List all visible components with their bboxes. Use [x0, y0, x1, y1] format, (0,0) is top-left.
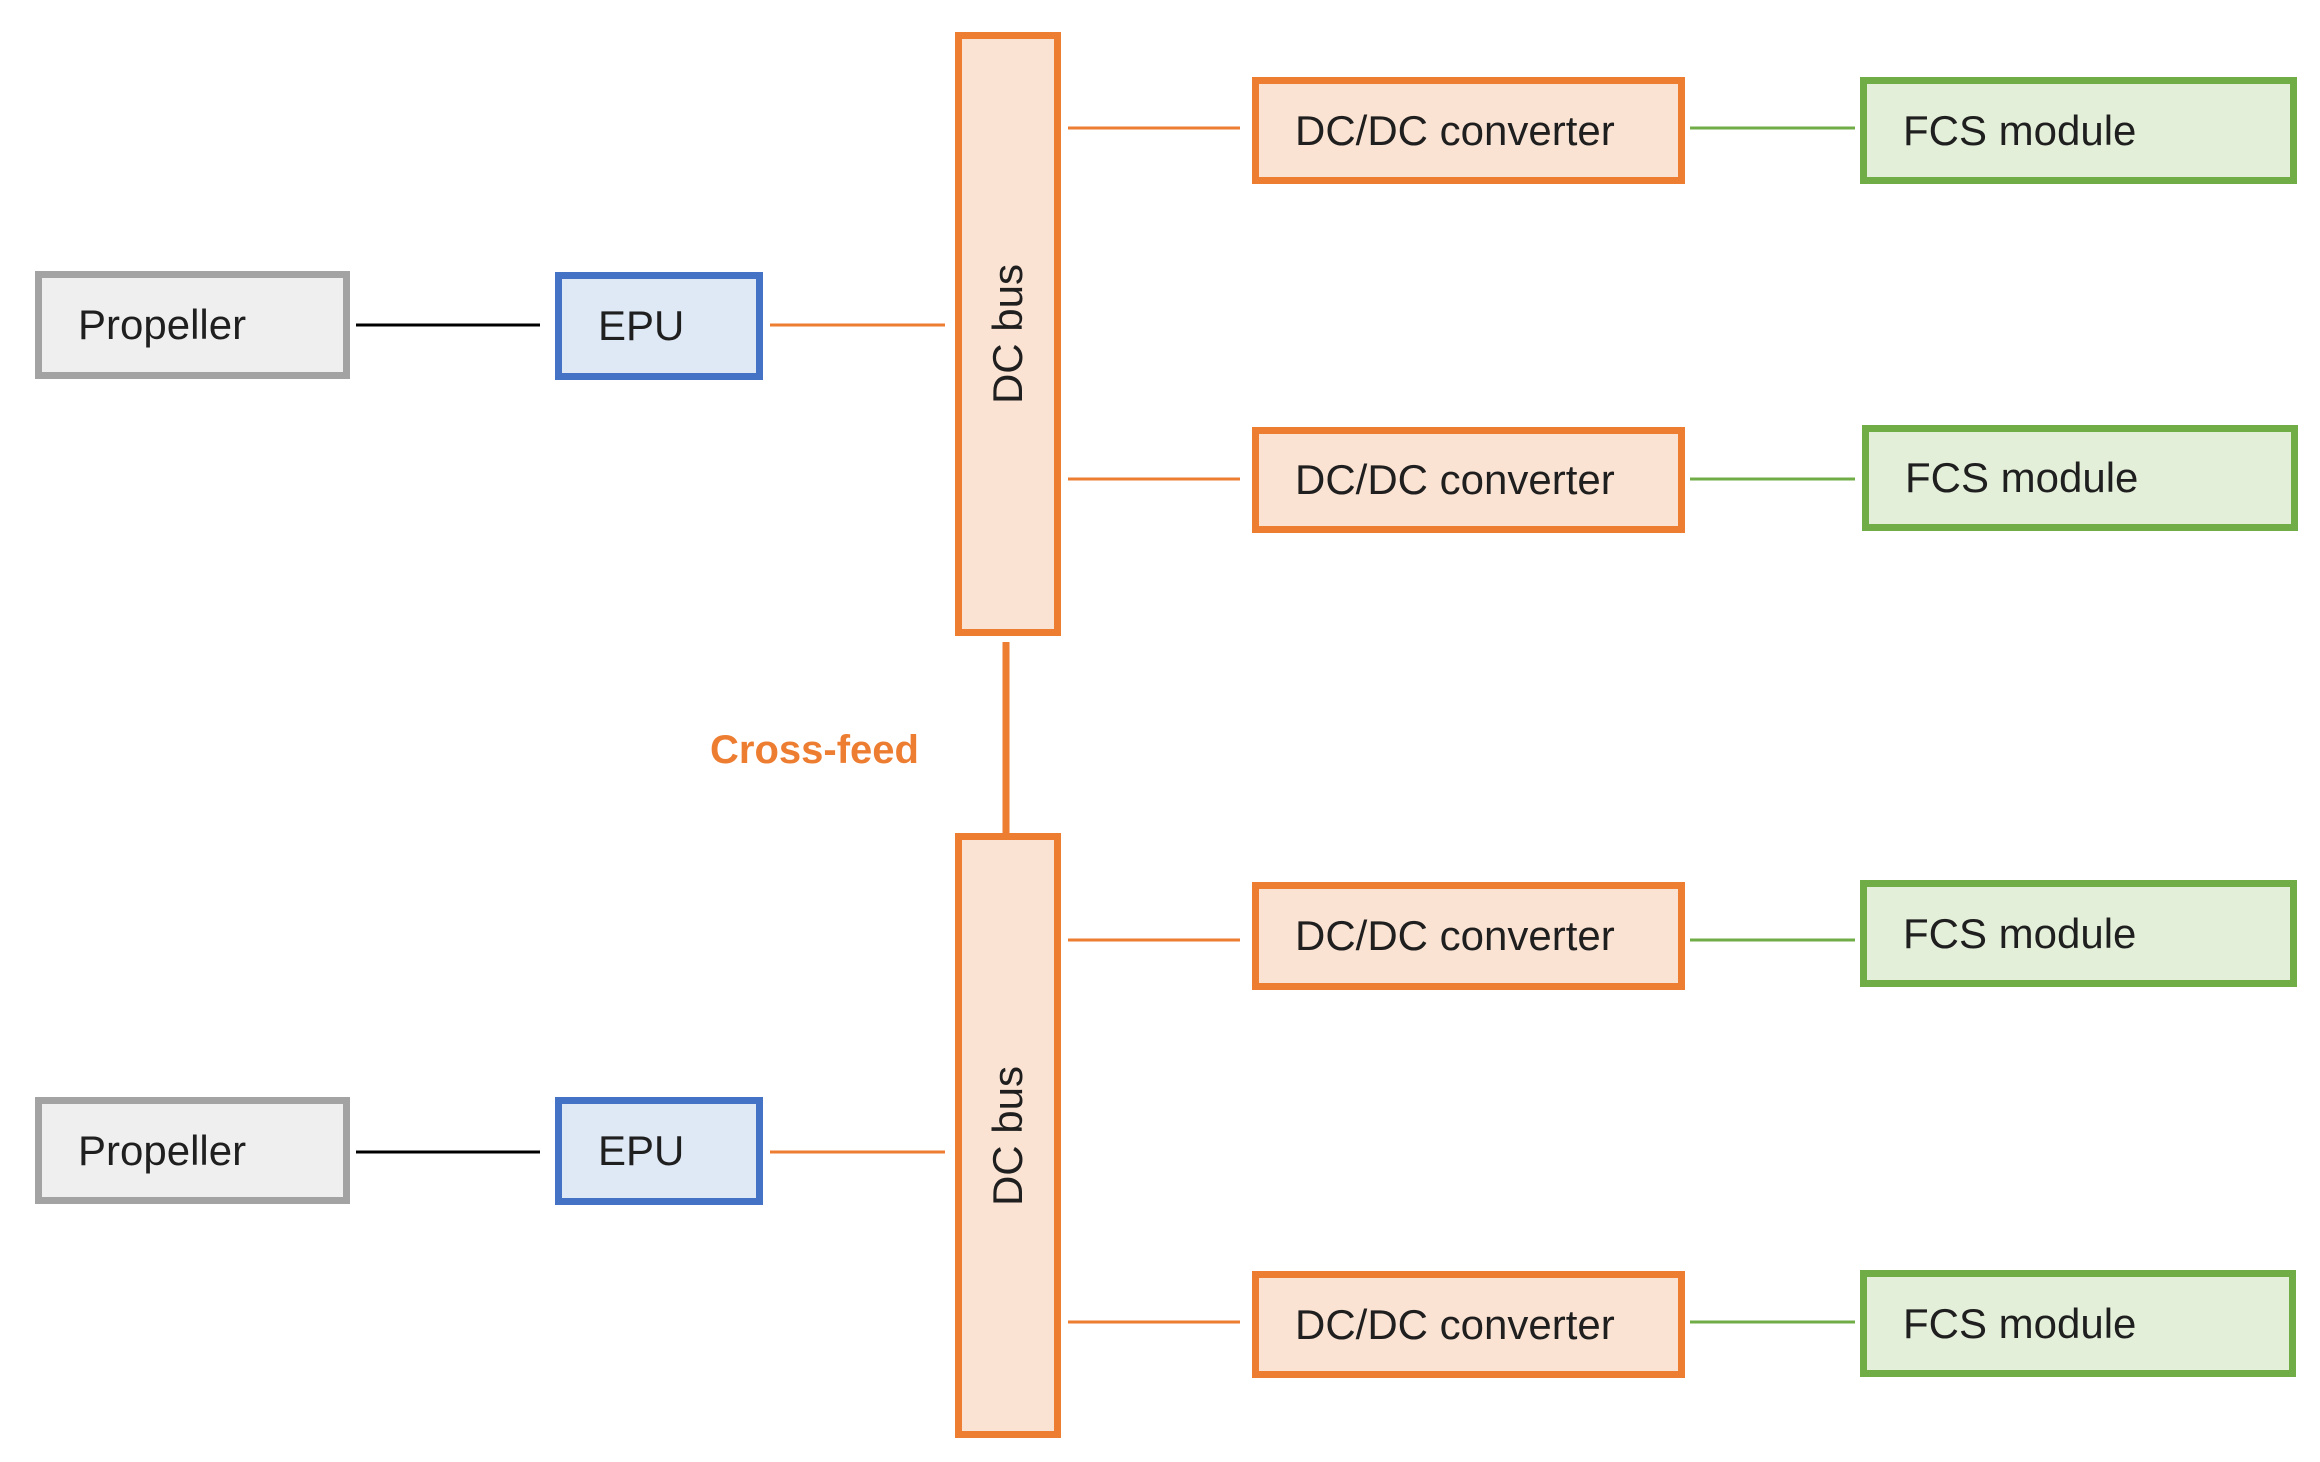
upper-fcs-module-1: FCS module	[1860, 77, 2297, 184]
upper-converter-1-label: DC/DC converter	[1295, 106, 1615, 154]
upper-epu-box: EPU	[555, 272, 763, 380]
lower-propeller-label: Propeller	[78, 1126, 247, 1174]
lower-converter-1: DC/DC converter	[1252, 882, 1685, 990]
upper-fcs-module-2: FCS module	[1862, 425, 2298, 531]
lower-converter-2-label: DC/DC converter	[1295, 1300, 1615, 1348]
lower-fcs-module-1: FCS module	[1860, 880, 2297, 987]
upper-converter-1: DC/DC converter	[1252, 77, 1685, 184]
upper-dc-bus-label: DC bus	[984, 263, 1031, 405]
lower-epu-label: EPU	[598, 1127, 685, 1174]
lower-fcs-module-2: FCS module	[1860, 1270, 2296, 1377]
lower-fcs-module-2-label: FCS module	[1903, 1299, 2137, 1347]
upper-propeller-label: Propeller	[78, 301, 247, 348]
lower-epu-box: EPU	[555, 1097, 763, 1205]
upper-converter-2-label: DC/DC converter	[1295, 456, 1615, 503]
upper-fcs-module-1-label: FCS module	[1903, 106, 2137, 154]
lower-propeller-box: Propeller	[35, 1097, 350, 1204]
upper-fcs-module-2-label: FCS module	[1905, 454, 2139, 501]
lower-dc-bus: DC bus	[955, 833, 1061, 1438]
crossfeed-label: Cross-feed	[710, 728, 919, 772]
upper-propeller-box: Propeller	[35, 271, 350, 379]
lower-converter-1-label: DC/DC converter	[1295, 912, 1615, 959]
lower-dc-bus-label: DC bus	[984, 1065, 1031, 1206]
upper-dc-bus: DC bus	[955, 32, 1061, 636]
upper-epu-label: EPU	[598, 302, 685, 349]
lower-fcs-module-1-label: FCS module	[1903, 909, 2137, 957]
lower-converter-2: DC/DC converter	[1252, 1271, 1685, 1378]
upper-converter-2: DC/DC converter	[1252, 427, 1685, 533]
